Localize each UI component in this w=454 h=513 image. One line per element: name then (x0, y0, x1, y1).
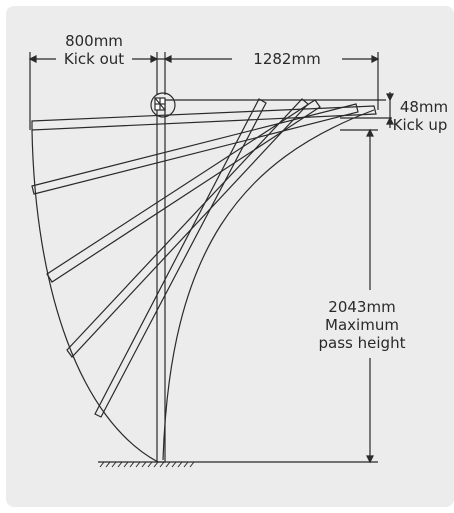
dim-arrow-right (371, 55, 380, 63)
kick-out-value: 800mm (65, 32, 123, 50)
kick-up-arrow-top (386, 93, 394, 102)
pivot-bracket-hatch-3 (154, 97, 166, 111)
dim-arrow-center-left (150, 55, 159, 63)
diagram-panel (6, 6, 454, 507)
kick-up-arrow-bottom (386, 116, 394, 125)
dim-arrow-center-right (163, 55, 172, 63)
door-panel-position-2 (31, 103, 359, 195)
pass-height-arrow-bottom (366, 455, 374, 464)
door-panel-horizontal (31, 105, 377, 131)
door-panel-position-5 (94, 98, 267, 418)
kick-up-value: 48mm (400, 98, 448, 116)
inner-swing-arc (162, 109, 375, 461)
dim-arrow-left (28, 55, 37, 63)
door-panel-position-4 (66, 98, 309, 358)
outer-swing-arc (31, 129, 159, 463)
floor-hatching (99, 461, 195, 468)
pass-height-line2: pass height (319, 334, 406, 352)
kick-up-label: Kick up (393, 116, 448, 134)
pass-height-value: 2043mm (328, 298, 395, 316)
kick-out-label: Kick out (64, 50, 124, 68)
pass-height-line1: Maximum (325, 316, 399, 334)
width-value: 1282mm (253, 50, 320, 68)
door-panel-position-3 (46, 99, 321, 283)
pivot-circle (150, 92, 176, 118)
pass-height-arrow-top (366, 128, 374, 137)
